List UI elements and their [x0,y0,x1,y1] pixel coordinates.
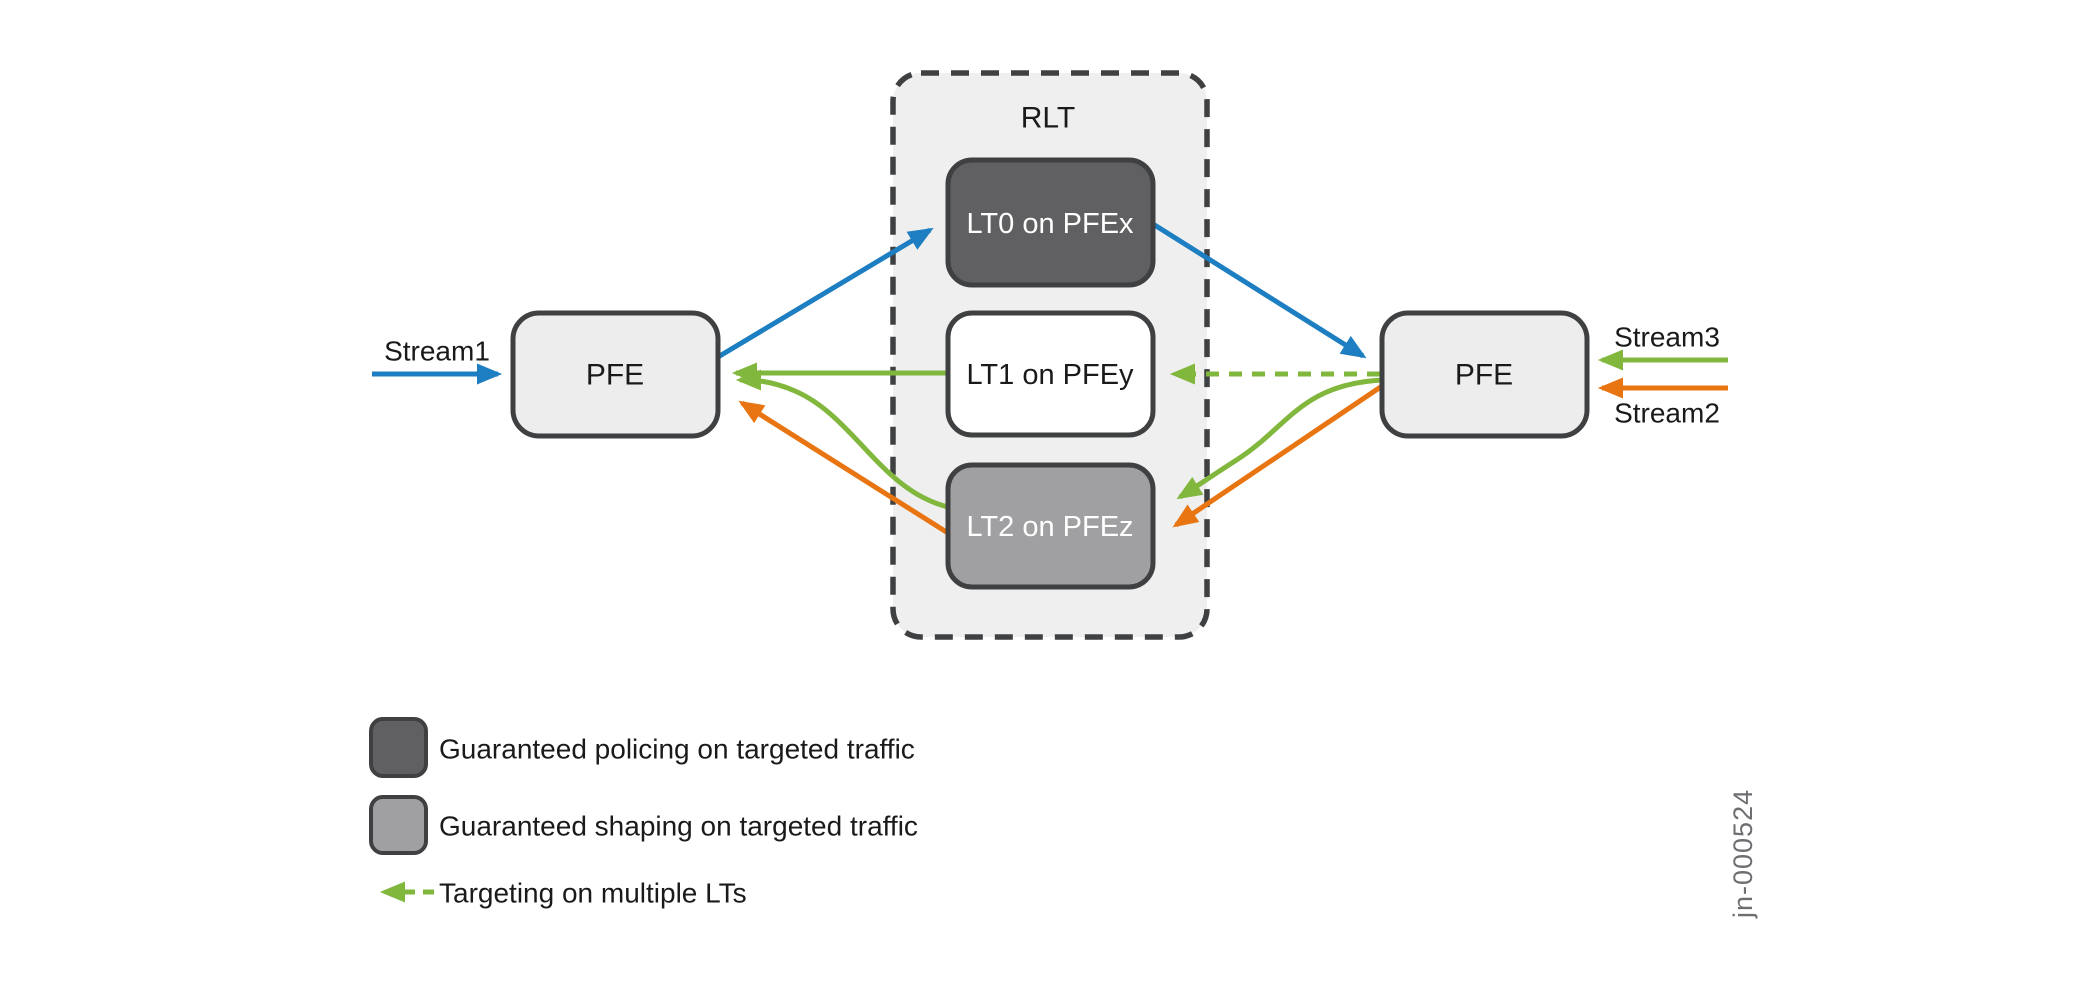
flow-arrows [372,221,1728,536]
node-lt1-label: LT1 on PFEy [966,359,1134,391]
arrow-lt2-to-pfe-left-orange [738,400,950,536]
node-pfe-left: PFE [510,310,721,439]
stream1-label: Stream1 [384,336,490,367]
rlt-label: RLT [1021,102,1075,135]
node-pfe-right-box [1379,310,1590,439]
arrow-pfe-right-to-lt2-orange [1172,381,1387,528]
node-lt2-box [945,462,1156,590]
node-lt0-label: LT0 on PFEx [966,208,1134,240]
node-lt0: LT0 on PFEx [945,157,1156,288]
figure-id-watermark: jn-000524 [1728,789,1758,919]
arrow-lt2-to-pfe-left [735,369,949,510]
stream3-label: Stream3 [1614,322,1720,353]
node-pfe-left-label: PFE [586,359,644,392]
node-lt2: LT2 on PFEz [945,462,1156,590]
legend-item-shaping-label: Guaranteed shaping on targeted traffic [439,811,918,842]
arrow-lt0-to-pfe-right [1151,221,1367,359]
legend: Guaranteed policing on targeted traffic … [369,717,918,909]
node-lt1: LT1 on PFEy [945,310,1156,438]
node-lt2-label: LT2 on PFEz [966,511,1133,543]
legend-item-policing-label: Guaranteed policing on targeted traffic [439,734,915,765]
stream2-label: Stream2 [1614,398,1720,429]
node-lt1-box [945,310,1156,438]
arrow-pfe-left-to-lt0 [716,227,934,360]
node-lt0-box [945,157,1156,288]
arrow-pfe-right-to-lt2 [1176,377,1384,500]
node-pfe-left-box [510,310,721,439]
legend-dark-gray-swatch [369,717,428,778]
node-pfe-right: PFE [1379,310,1590,439]
node-pfe-right-label: PFE [1455,359,1513,392]
legend-item-targeting-label: Targeting on multiple LTs [439,878,747,909]
legend-light-gray-swatch [369,795,428,855]
